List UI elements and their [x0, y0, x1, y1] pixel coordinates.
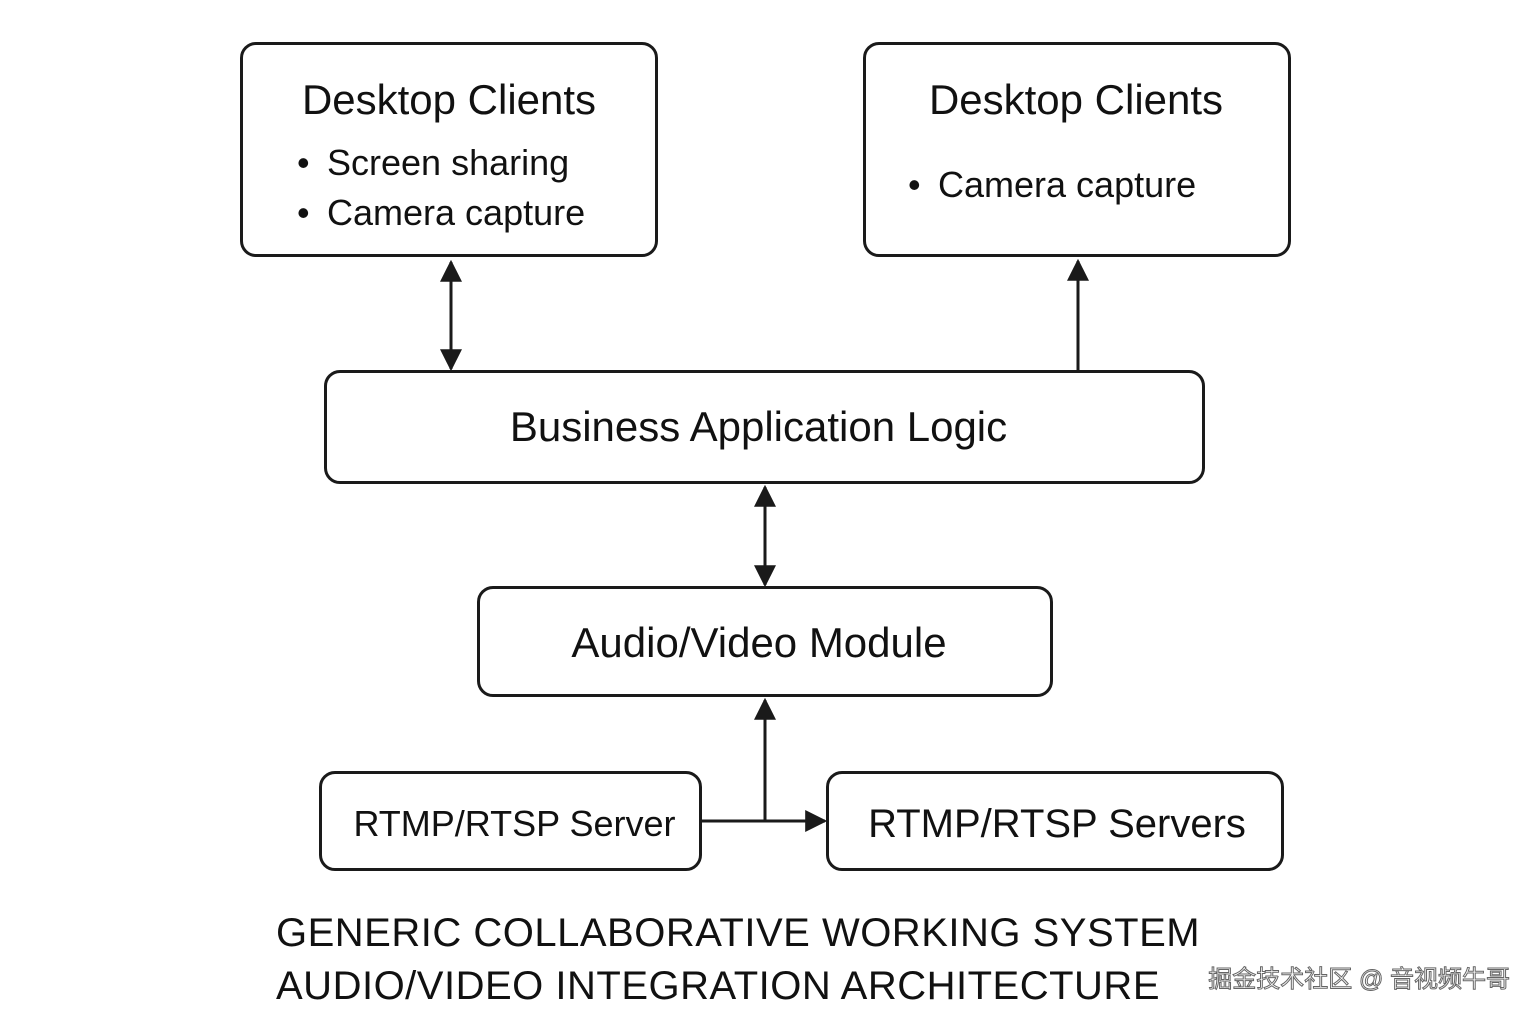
- desktop-clients-right-bullets: Camera capture: [908, 167, 1196, 204]
- rtmp-server-label: RTMP/RTSP Server: [353, 803, 676, 844]
- desktop-clients-right-title: Desktop Clients: [928, 76, 1224, 123]
- business-logic-label: Business Application Logic: [509, 403, 1008, 450]
- bullet-camera-capture: Camera capture: [297, 195, 585, 232]
- rtmp-server-box: RTMP/RTSP Server: [319, 771, 702, 871]
- av-module-box: Audio/Video Module: [477, 586, 1053, 697]
- business-logic-box: Business Application Logic: [324, 370, 1205, 484]
- av-module-label: Audio/Video Module: [571, 619, 947, 666]
- rtmp-servers-box: RTMP/RTSP Servers: [826, 771, 1284, 871]
- desktop-clients-right-box: Desktop Clients Camera capture: [863, 42, 1291, 257]
- bullet-screen-sharing: Screen sharing: [297, 145, 585, 182]
- rtmp-servers-label: RTMP/RTSP Servers: [868, 802, 1246, 846]
- diagram-caption-line1: GENERIC COLLABORATIVE WORKING SYSTEM: [276, 911, 1201, 955]
- desktop-clients-left-bullets: Screen sharing Camera capture: [297, 145, 585, 232]
- watermark: 掘金技术社区 @ 音视频牛哥: [1208, 966, 1511, 993]
- diagram-caption-line2: AUDIO/VIDEO INTEGRATION ARCHITECTURE: [276, 964, 1160, 1008]
- bullet-camera-capture: Camera capture: [908, 167, 1196, 204]
- desktop-clients-left-title: Desktop Clients: [301, 76, 597, 123]
- desktop-clients-left-box: Desktop Clients Screen sharing Camera ca…: [240, 42, 658, 257]
